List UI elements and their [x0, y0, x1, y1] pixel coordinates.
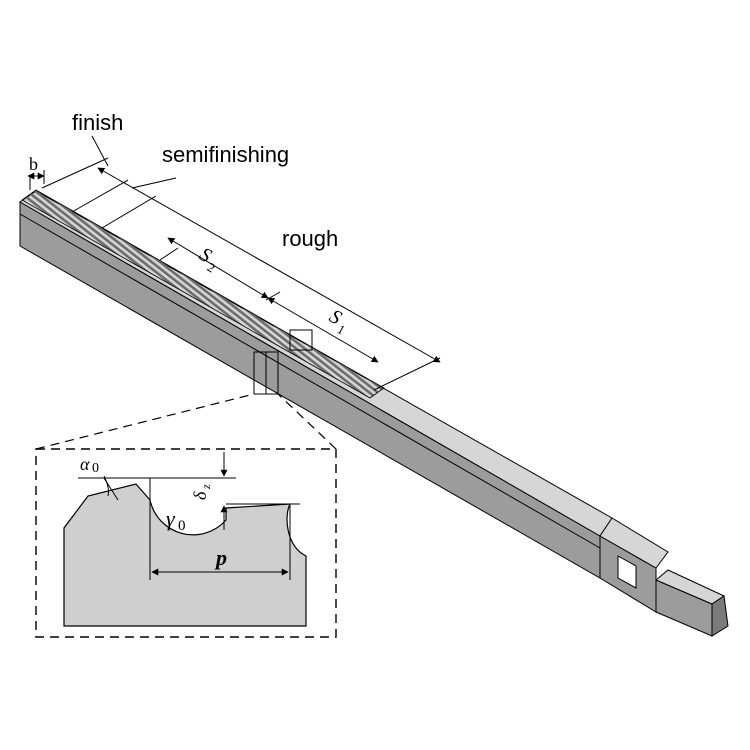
bar-shank-top: [599, 517, 669, 569]
label-semifinishing: semifinishing: [162, 142, 289, 167]
label-delta-z: δ z: [190, 484, 213, 500]
dimension-lines: [27, 135, 441, 391]
svg-text:z: z: [199, 484, 213, 490]
label-b: b: [29, 154, 38, 174]
label-alpha0: α 0: [80, 454, 99, 476]
label-s2: S 2: [196, 243, 218, 275]
tooth-detail-inset: [35, 448, 337, 638]
svg-text:γ: γ: [166, 506, 176, 531]
svg-text:0: 0: [178, 518, 186, 534]
svg-text:δ: δ: [190, 491, 210, 500]
svg-text:0: 0: [92, 461, 99, 476]
label-finish: finish: [72, 110, 123, 135]
shank-slot: [617, 555, 637, 589]
callout-lines: [35, 393, 337, 450]
bar-end-face: [711, 595, 729, 637]
label-gamma0: γ 0: [166, 506, 186, 534]
label-rough: rough: [282, 226, 338, 251]
svg-text:α: α: [80, 454, 90, 474]
label-pitch: p: [214, 545, 227, 570]
teeth-band: [21, 189, 385, 399]
